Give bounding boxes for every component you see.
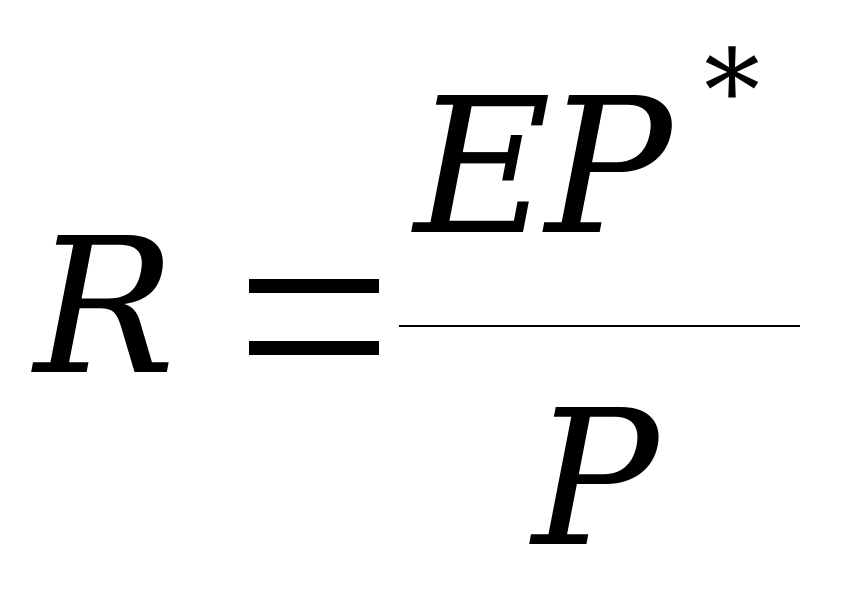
- equals-sign-top-bar: [249, 279, 379, 293]
- equals-sign-bottom-bar: [249, 341, 379, 355]
- formula-numerator: EP: [414, 58, 672, 277]
- numerator-superscript: *: [704, 27, 760, 157]
- fraction-bar: [399, 325, 800, 327]
- formula-denominator: P: [532, 370, 659, 589]
- formula-lhs: R: [34, 198, 176, 417]
